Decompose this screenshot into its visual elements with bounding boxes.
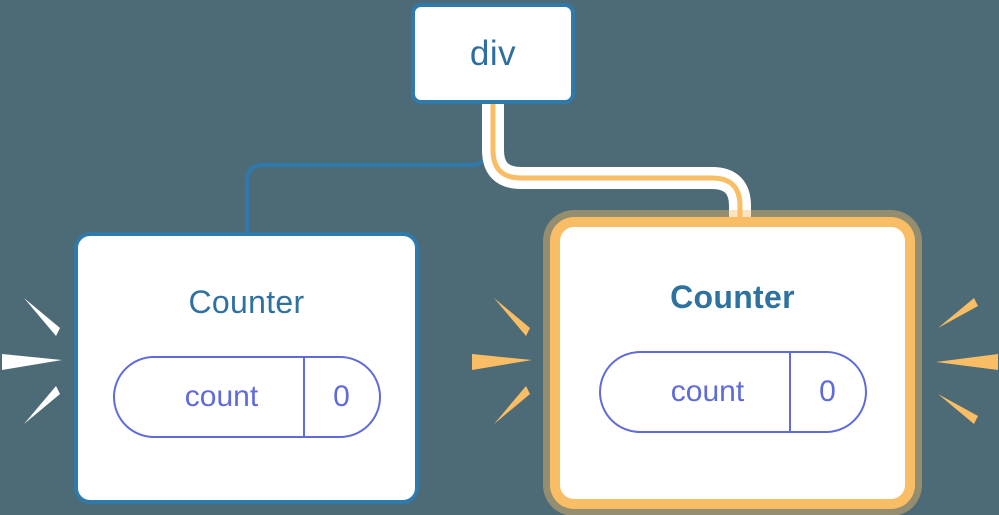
state-pill-right: count 0 (598, 351, 867, 433)
state-value-left: 0 (333, 380, 350, 413)
state-key-right: count (601, 353, 791, 431)
node-counter-right[interactable]: Counter count 0 (560, 227, 905, 499)
state-value-right: 0 (819, 375, 836, 408)
node-counter-right-title: Counter (670, 279, 795, 315)
edge-div-to-counter-right (490, 100, 743, 232)
node-counter-left-title: Counter (188, 284, 305, 320)
edge-div-to-counter-left (245, 102, 489, 238)
node-div-label: div (469, 34, 517, 73)
node-div[interactable]: div (411, 3, 575, 104)
edge-halo-div-to-counter-right (482, 100, 751, 232)
state-key-left: count (115, 358, 305, 436)
node-counter-left[interactable]: Counter count 0 (74, 232, 419, 504)
state-pill-left: count 0 (112, 356, 381, 438)
